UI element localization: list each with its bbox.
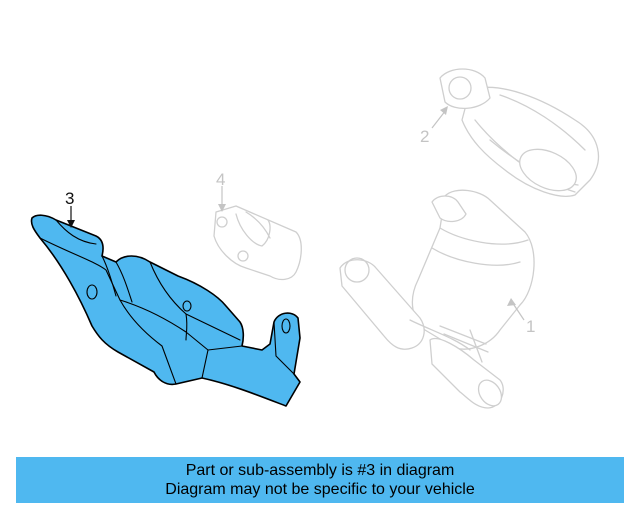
part-2-clamp — [439, 68, 599, 197]
banner-line-2: Diagram may not be specific to your vehi… — [165, 481, 475, 498]
leader-lines — [67, 106, 525, 321]
callout-4: 4 — [216, 170, 225, 189]
parts-diagram: 3 4 2 1 — [30, 68, 599, 409]
banner-line-1: Part or sub-assembly is #3 in diagram — [185, 462, 455, 479]
part-4-bracket — [213, 205, 302, 281]
part-3-bracket[interactable] — [30, 214, 301, 407]
part-1-canister — [339, 189, 535, 409]
callout-1: 1 — [526, 317, 535, 336]
callout-2: 2 — [420, 127, 429, 146]
info-banner: Part or sub-assembly is #3 in diagram Di… — [16, 457, 624, 503]
callout-3: 3 — [65, 189, 74, 208]
